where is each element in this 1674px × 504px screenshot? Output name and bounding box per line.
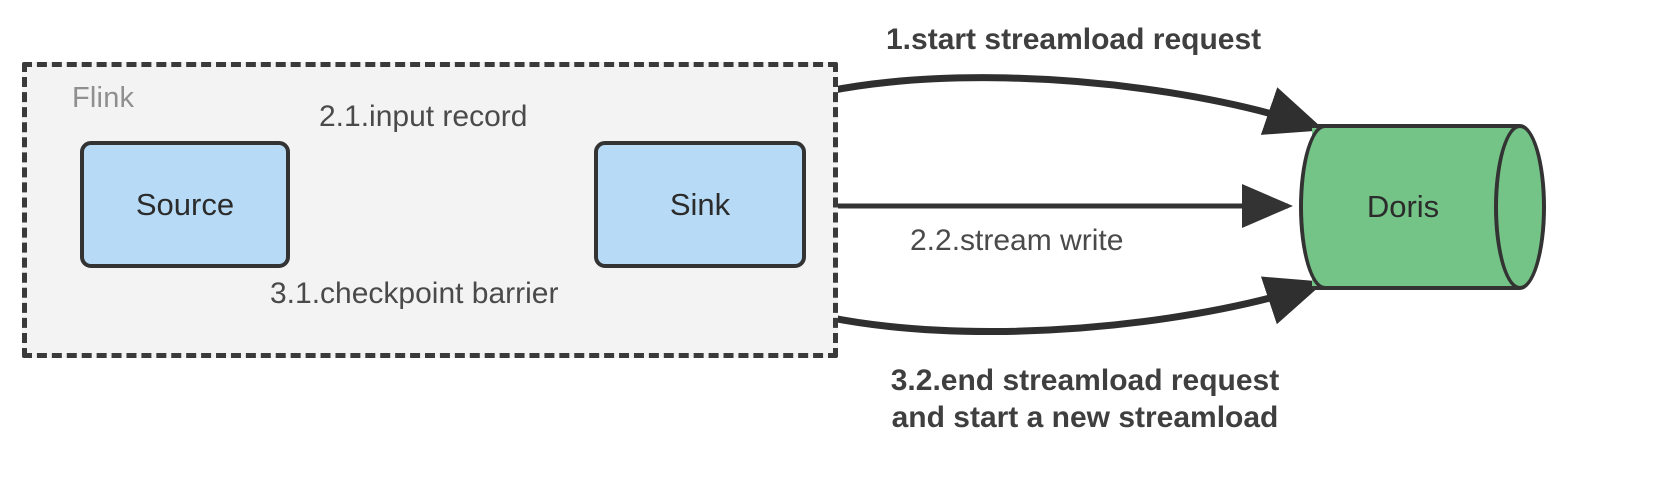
edge-label-stream-write: 2.2.stream write [910, 224, 1124, 257]
flink-group-label: Flink [72, 82, 135, 114]
node-source-label: Source [135, 186, 235, 222]
node-doris-label: Doris [1366, 189, 1440, 224]
node-source[interactable]: Source [80, 141, 290, 268]
edge-label-end-streamload-line1: 3.2.end streamload request [890, 364, 1280, 397]
edge-label-start-streamload: 1.start streamload request [886, 23, 1262, 56]
edge-label-input-record: 2.1.input record [319, 100, 528, 133]
node-doris[interactable]: Doris [1299, 124, 1547, 290]
cylinder-right-ellipse [1494, 124, 1546, 290]
edge-label-checkpoint-barrier: 3.1.checkpoint barrier [270, 277, 559, 310]
cylinder-body [1312, 124, 1520, 290]
edge-label-end-streamload-line2: and start a new streamload [891, 401, 1279, 434]
node-sink-label: Sink [669, 186, 731, 222]
edge-label-end-streamload: 3.2.end streamload request and start a n… [850, 362, 1320, 436]
node-sink[interactable]: Sink [594, 141, 806, 268]
